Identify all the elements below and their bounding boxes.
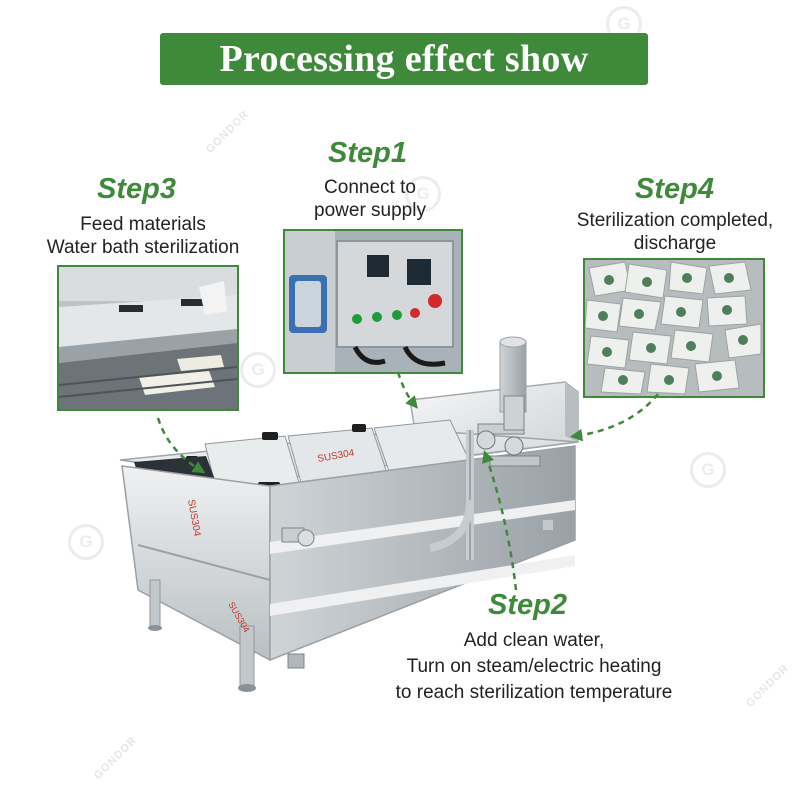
step1-title: Step1 <box>328 137 407 169</box>
step3-title: Step3 <box>97 173 176 205</box>
step2-line: Turn on steam/electric heating <box>406 656 662 677</box>
step3-line: Water bath sterilization <box>46 237 240 258</box>
step4-photo <box>583 258 765 398</box>
watermark-logo-icon: G <box>68 524 104 560</box>
watermark-logo-icon: G <box>690 452 726 488</box>
step3-description: Feed materials Water bath sterilization <box>30 213 256 259</box>
step4-line: discharge <box>633 233 717 254</box>
step4-line: Sterilization completed, <box>576 210 774 231</box>
step4-description: Sterilization completed, discharge <box>560 209 790 255</box>
watermark-logo-icon: G <box>405 176 441 212</box>
step4-title: Step4 <box>635 173 714 205</box>
step3-photo <box>57 265 239 411</box>
page-title: Processing effect show <box>219 38 589 80</box>
step1-line: power supply <box>314 200 426 221</box>
step2-line: to reach sterilization temperature <box>395 682 673 703</box>
step2-title: Step2 <box>488 589 567 621</box>
step1-description: Connect to power supply <box>300 176 440 222</box>
title-banner: Processing effect show <box>160 33 648 85</box>
step1-line: Connect to <box>324 177 416 198</box>
step3-line: Feed materials <box>80 214 206 235</box>
step1-photo <box>283 229 463 374</box>
watermark-logo-icon: G <box>240 352 276 388</box>
step2-line: Add clean water, <box>463 630 605 651</box>
step2-description: Add clean water, Turn on steam/electric … <box>366 628 702 706</box>
